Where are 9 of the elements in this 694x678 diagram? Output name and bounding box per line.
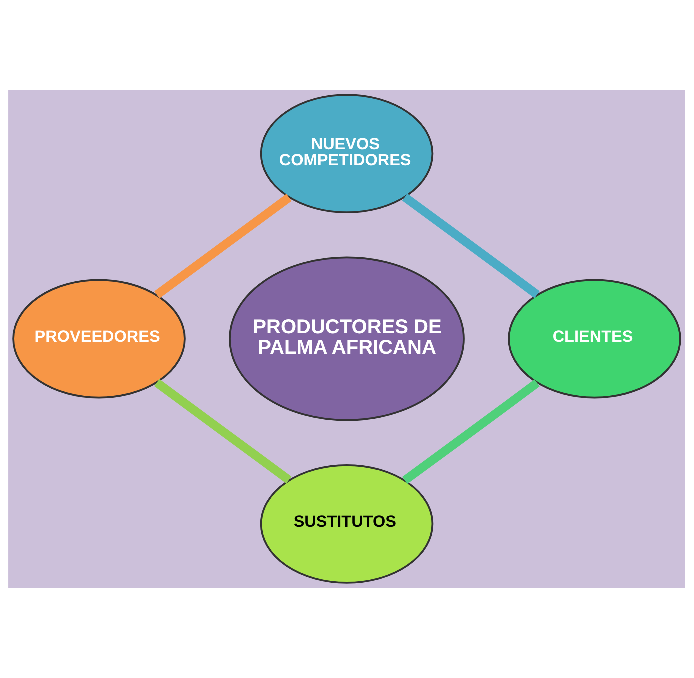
node-ellipse: PROVEEDORES: [12, 279, 186, 399]
connector: [154, 379, 292, 484]
connector: [402, 380, 540, 484]
node-ellipse: PRODUCTORES DE PALMA AFRICANA: [229, 256, 465, 422]
node-ellipse: NUEVOS COMPETIDORES: [260, 94, 434, 214]
connector: [402, 194, 540, 298]
node-ellipse: CLIENTES: [508, 279, 682, 399]
node-ellipse: SUSTITUTOS: [260, 464, 434, 584]
connector: [154, 194, 292, 299]
